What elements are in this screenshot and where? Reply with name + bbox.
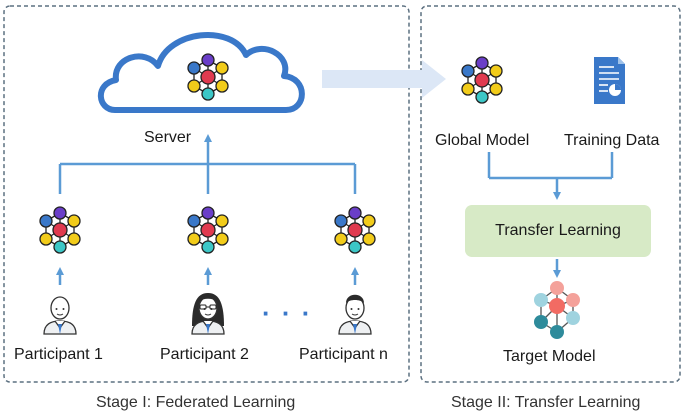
global-model-icon	[461, 56, 503, 104]
training-data-label: Training Data	[564, 132, 660, 149]
stage1-frame	[3, 5, 410, 383]
participant-1-model-icon	[39, 206, 81, 254]
ellipsis: · · ·	[262, 298, 313, 328]
participant-1-icon	[43, 296, 77, 335]
target-model-label: Target Model	[503, 348, 596, 365]
transfer-learning-label: Transfer Learning	[495, 222, 621, 239]
big-arrow	[322, 60, 446, 98]
participant-2-label: Participant 2	[160, 346, 249, 363]
server-label: Server	[144, 129, 192, 146]
target-model-icon	[534, 281, 580, 339]
participant-1-label: Participant 1	[14, 346, 103, 363]
participant-n-model-icon	[334, 206, 376, 254]
stage2-frame	[420, 5, 681, 383]
document-icon	[594, 57, 625, 104]
upload-arrows	[56, 267, 359, 285]
participant-2-icon	[191, 293, 225, 335]
transfer-learning-box: Transfer Learning	[465, 205, 651, 257]
stage2-caption: Stage II: Transfer Learning	[451, 394, 641, 411]
aggregation-connector	[58, 134, 357, 194]
global-model-label: Global Model	[435, 132, 530, 149]
participant-n-icon	[338, 294, 372, 335]
merge-connector	[487, 152, 614, 278]
stage1-caption: Stage I: Federated Learning	[96, 394, 296, 411]
participant-n-label: Participant n	[299, 346, 388, 363]
participant-2-model-icon	[187, 206, 229, 254]
